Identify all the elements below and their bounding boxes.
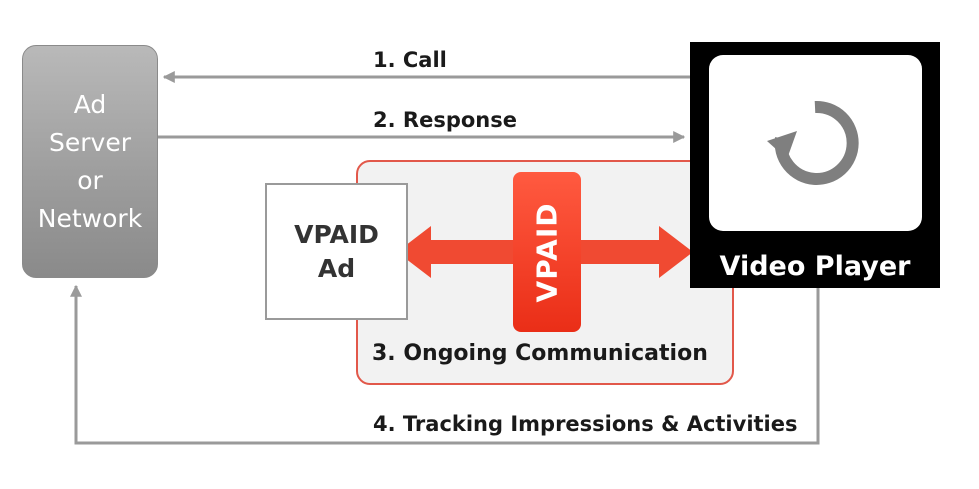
vpaid-interface-bar: VPAID	[513, 172, 581, 332]
vpaid-ad-line-2: Ad	[317, 253, 356, 283]
ad-server-line-3: or	[77, 165, 103, 195]
vpaid-ad-box: VPAID Ad	[265, 183, 408, 320]
ad-server-line-1: Ad	[73, 89, 107, 119]
refresh-icon	[767, 100, 859, 185]
vpaid-bar-label: VPAID	[530, 202, 564, 302]
ad-server-box: Ad Server or Network	[22, 45, 158, 278]
step-ongoing-label: 3. Ongoing Communication	[372, 341, 708, 366]
ad-server-line-4: Network	[37, 203, 143, 233]
ad-server-line-2: Server	[49, 127, 131, 157]
vpaid-ad-line-1: VPAID	[294, 219, 379, 249]
step-tracking-label: 4. Tracking Impressions & Activities	[373, 412, 798, 436]
video-player-screen	[709, 55, 922, 231]
step-response-label: 2. Response	[373, 108, 517, 132]
tracking-arrow	[70, 284, 820, 445]
step-call-label: 1. Call	[373, 48, 447, 72]
video-player-label: Video Player	[719, 250, 911, 282]
